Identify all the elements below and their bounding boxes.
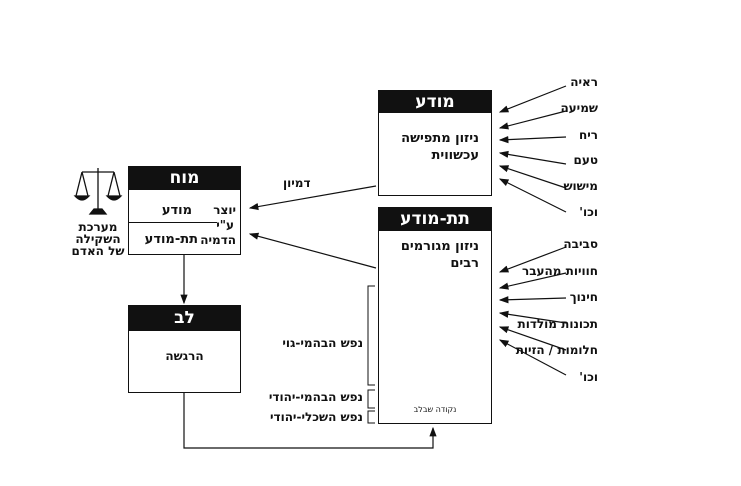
created-by-2: ע"י [216, 218, 234, 232]
heart-text: הרגשה [165, 349, 204, 363]
conscious-text-2: עכשווית [431, 148, 479, 163]
heart-box: לב הרגשה [128, 305, 241, 393]
imagination-arrow-conscious [248, 185, 377, 211]
brain-box: מוח יוצר ע"י הדמיה מודע תת-מודע [128, 166, 241, 255]
soul-brackets [367, 285, 375, 424]
brain-title: מוח [129, 167, 240, 190]
influence-label: חוויות מהעבר [522, 264, 598, 278]
influence-label: חלומות / הזיות [515, 343, 598, 357]
imagination-label: דמיון [283, 176, 311, 190]
soul-animal-jewish: נפש הבהמי-יהודי [268, 390, 363, 404]
influence-label: וכו' [579, 370, 598, 384]
subconscious-text-1: ניזון מגורמים [400, 239, 479, 254]
subconscious-box: תת-מודע ניזון מגורמים רבים נקודה שבלב [378, 207, 492, 424]
sense-label: שמיעה [560, 101, 598, 115]
influence-label: סביבה [563, 237, 598, 251]
brain-divider [129, 222, 217, 223]
influence-arrows [498, 246, 567, 376]
brain-conscious: מודע [161, 203, 192, 218]
created-by-3: הדמיה [200, 233, 236, 247]
scale-icon [73, 168, 123, 215]
influence-label: חינוך [569, 290, 598, 304]
conscious-title: מודע [379, 91, 491, 113]
scale-label-3: של האדם [71, 244, 125, 258]
scale-label-1: מערכת [78, 220, 118, 234]
imagination-arrow-subconscious [248, 232, 377, 269]
brain-subconscious: תת-מודע [144, 232, 198, 247]
soul-animal-gentile: נפש הבהמי-גוי [282, 336, 363, 350]
sense-arrows [498, 85, 567, 213]
influence-label: תכונות מולדות [517, 317, 598, 331]
subconscious-text-2: רבים [450, 256, 479, 271]
sense-label: טעם [573, 153, 599, 167]
conscious-box: מודע ניזון מתפישה עכשווית [378, 90, 492, 196]
heart-title: לב [129, 306, 240, 331]
sense-label: וכו' [579, 205, 598, 219]
sense-label: ראיה [570, 75, 598, 89]
subconscious-title: תת-מודע [379, 208, 491, 231]
core-point-label: נקודה שבלב [413, 405, 457, 414]
soul-divine-jewish: נפש השכלי-יהודי [269, 410, 363, 424]
scale-label-2: השקילה [75, 232, 121, 246]
created-by-1: יוצר [213, 203, 236, 217]
sense-label: ריח [578, 128, 598, 142]
conscious-text-1: ניזון מתפישה [401, 131, 479, 146]
heart-to-core-arrow [183, 393, 437, 449]
sense-label: מישוש [563, 179, 598, 193]
